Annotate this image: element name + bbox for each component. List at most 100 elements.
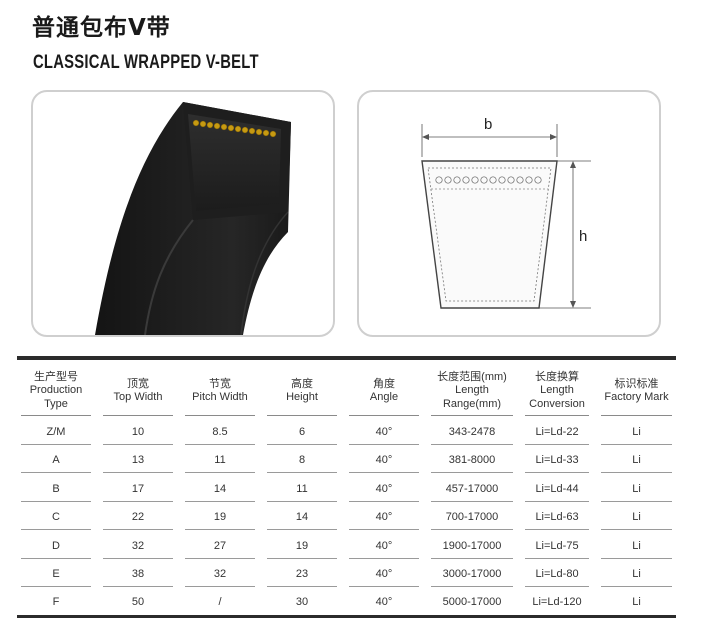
cell-pitch-width: 19 — [181, 503, 259, 531]
cell-factory-mark: Li — [597, 503, 676, 531]
cell-top-width: 32 — [99, 532, 177, 560]
header-en: Length — [455, 384, 489, 397]
header-length-range: 长度范围(mm) Length Range(mm) — [427, 364, 517, 418]
cell-value: 1900-17000 — [442, 539, 502, 552]
cell-value: 40° — [375, 426, 393, 438]
cell-value: 23 — [295, 568, 309, 580]
cell-height: 19 — [263, 532, 341, 560]
cell-value: 8 — [298, 454, 306, 467]
cell-top-width: 50 — [99, 588, 177, 616]
table-top-rule — [17, 356, 676, 360]
header-en: Factory Mark — [604, 391, 669, 403]
header-en: Angle — [369, 391, 399, 403]
cell-length-range: 700-17000 — [427, 503, 517, 531]
cell-angle: 40° — [345, 588, 423, 616]
cell-angle: 40° — [345, 560, 423, 588]
header-en: Height — [286, 391, 318, 403]
cell-length-range: 457-17000 — [427, 475, 517, 503]
header-en: Length — [540, 384, 574, 397]
dimension-label-b: b — [484, 116, 493, 133]
header-top-width: 顶宽 Top Width — [99, 364, 177, 418]
cell-value: 19 — [213, 511, 227, 524]
cell-value: 700-17000 — [445, 511, 499, 524]
cell-value: 381-8000 — [448, 454, 496, 467]
cell-angle: 40° — [345, 503, 423, 531]
belt-photo-panel — [31, 90, 335, 337]
cell-value: 11 — [296, 482, 308, 495]
cell-angle: 40° — [345, 418, 423, 446]
header-en: Production — [29, 384, 83, 397]
cell-value: 40° — [375, 568, 393, 580]
table-bottom-rule — [17, 615, 676, 618]
cell-factory-mark: Li — [597, 418, 676, 446]
cell-value: 14 — [295, 511, 309, 524]
cell-value: 27 — [213, 539, 227, 552]
cell-length-conversion: Li=Ld-80 — [521, 560, 593, 588]
cell-value: Li=Ld-44 — [535, 482, 579, 495]
header-cn: 节宽 — [209, 377, 231, 390]
cell-value: Li — [632, 596, 641, 609]
cell-value: D — [52, 539, 60, 552]
header-cn: 高度 — [291, 377, 313, 390]
cell-height: 11 — [263, 475, 341, 503]
header-cn: 角度 — [373, 377, 395, 390]
cell-pitch-width: / — [181, 588, 259, 616]
cross-section-diagram — [421, 124, 591, 309]
cell-value: 32 — [213, 568, 227, 580]
cell-value: 14 — [213, 482, 227, 495]
cell-value: C — [52, 511, 60, 524]
cell-value: 32 — [131, 539, 145, 552]
cell-type: B — [17, 475, 95, 503]
cell-pitch-width: 14 — [181, 475, 259, 503]
cell-height: 14 — [263, 503, 341, 531]
cell-value: B — [52, 482, 60, 495]
cell-length-range: 381-8000 — [427, 446, 517, 474]
cell-value: 40° — [375, 482, 393, 495]
cell-top-width: 10 — [99, 418, 177, 446]
cell-factory-mark: Li — [597, 588, 676, 616]
cell-value: 13 — [131, 454, 145, 467]
cell-length-conversion: Li=Ld-75 — [521, 532, 593, 560]
cell-top-width: 38 — [99, 560, 177, 588]
cell-angle: 40° — [345, 475, 423, 503]
cell-value: 30 — [295, 596, 309, 609]
cell-factory-mark: Li — [597, 446, 676, 474]
header-pitch-width: 节宽 Pitch Width — [181, 364, 259, 418]
header-en: Range(mm) — [442, 397, 502, 410]
header-cn: 顶宽 — [127, 377, 149, 390]
cell-value: 40° — [375, 454, 393, 467]
cell-value: Li=Ld-80 — [535, 568, 579, 580]
header-cn: 长度范围(mm) — [437, 370, 507, 383]
cell-value: Li=Ld-120 — [532, 596, 582, 609]
header-en: Type — [44, 397, 68, 410]
cell-length-range: 343-2478 — [427, 418, 517, 446]
cell-value: Li=Ld-75 — [535, 539, 579, 552]
cell-value: Li — [632, 539, 641, 552]
cell-value: Li — [632, 482, 641, 495]
cell-length-range: 5000-17000 — [427, 588, 517, 616]
cell-length-range: 1900-17000 — [427, 532, 517, 560]
cell-value: 343-2478 — [448, 426, 496, 438]
cell-value: A — [52, 454, 60, 467]
cell-length-range: 3000-17000 — [427, 560, 517, 588]
header-factory-mark: 标识标准 Factory Mark — [597, 364, 676, 418]
cell-value: 457-17000 — [445, 482, 499, 495]
cell-value: Li — [632, 426, 641, 438]
header-cn: 生产型号 — [34, 370, 78, 383]
cell-value: Li — [632, 511, 641, 524]
v-belt-illustration — [95, 102, 291, 335]
cell-factory-mark: Li — [597, 475, 676, 503]
header-en: Pitch Width — [192, 391, 248, 403]
cell-value: Li — [632, 568, 641, 580]
cell-length-conversion: Li=Ld-44 — [521, 475, 593, 503]
cell-value: 22 — [131, 511, 145, 524]
cell-value: 10 — [131, 426, 145, 438]
cell-value: 50 — [131, 596, 145, 609]
cell-factory-mark: Li — [597, 532, 676, 560]
header-height: 高度 Height — [263, 364, 341, 418]
header-length-conversion: 长度换算 Length Conversion — [521, 364, 593, 418]
cell-angle: 40° — [345, 446, 423, 474]
header-cn: 长度换算 — [535, 370, 579, 383]
